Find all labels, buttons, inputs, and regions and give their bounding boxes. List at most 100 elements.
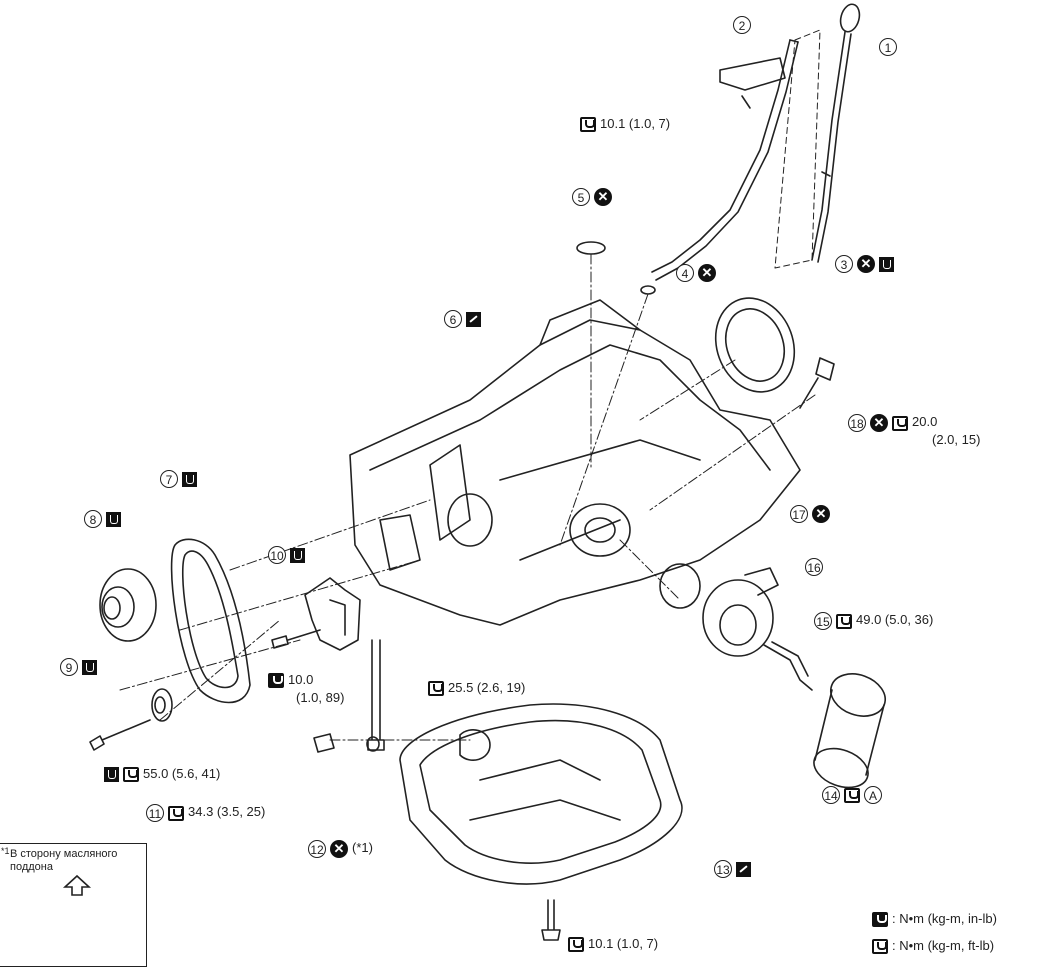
lubricate-icon <box>82 659 97 675</box>
torque-spec-ref: A <box>864 786 882 804</box>
tensioner-bolt-torque-detail: (1.0, 89) <box>296 690 345 705</box>
part-number: 8 <box>84 510 102 528</box>
part-number: 13 <box>714 860 732 878</box>
torque-icon <box>836 613 852 629</box>
dipstick-guide-tube <box>651 39 799 281</box>
part-number: 14 <box>822 786 840 804</box>
torque-icon <box>892 415 908 431</box>
torque-icon <box>580 117 596 133</box>
part-7-label: 7 <box>160 470 201 488</box>
part-number: 12 <box>308 840 326 858</box>
part-13-label: 13 <box>714 860 755 878</box>
part-number: 17 <box>790 505 808 523</box>
lubricate-icon <box>879 256 894 272</box>
oil-cooler-gasket <box>659 563 701 609</box>
sealant-icon <box>736 861 751 877</box>
part-number: 1 <box>879 38 897 56</box>
drain-washer <box>366 736 380 752</box>
lower-oil-pan <box>399 703 683 885</box>
torque-icon <box>872 939 888 955</box>
part-number: 4 <box>676 264 694 282</box>
oil-pressure-switch <box>799 357 835 409</box>
dipstick-bolt-torque: 10.1 (1.0, 7) <box>580 116 674 133</box>
torque-icon <box>168 805 184 821</box>
tensioner-bolt <box>271 629 321 649</box>
part-16-label: 16 <box>805 558 827 576</box>
lubricate-icon <box>290 547 305 563</box>
note-text: В сторону масляного поддона <box>10 848 118 873</box>
part-number: 15 <box>814 612 832 630</box>
oil-pump-sprocket <box>151 688 173 722</box>
leader-lines <box>119 253 816 741</box>
part-number: 6 <box>444 310 462 328</box>
replace-icon: ✕ <box>812 505 830 523</box>
part-5-label: 5✕ <box>572 188 616 206</box>
dipstick-group-outline <box>774 29 821 269</box>
drain-plug <box>313 733 335 753</box>
part-18-label: 18✕20.0 <box>848 414 941 432</box>
lubricate-icon <box>104 767 119 783</box>
part-10-label: 10 <box>268 546 309 564</box>
replace-icon: ✕ <box>594 188 612 206</box>
part-6-label: 6 <box>444 310 485 328</box>
torque-icon <box>428 681 444 697</box>
torque-icon <box>568 937 584 953</box>
part-3-label: 3✕ <box>835 255 898 273</box>
torque-icon <box>872 912 888 928</box>
lubricate-icon <box>106 511 121 527</box>
dipstick <box>811 3 861 263</box>
torque-icon <box>268 673 284 689</box>
note-ref: *1 <box>1 846 10 856</box>
upper-oil-pan <box>349 299 801 626</box>
up-arrow-icon <box>62 874 92 896</box>
part-18-torque-detail: (2.0, 15) <box>932 432 981 447</box>
part-14-label: 14 A <box>822 786 886 804</box>
part-4-label: 4✕ <box>676 264 720 282</box>
oil-filter <box>813 673 886 789</box>
torque-icon <box>844 787 860 803</box>
oil-cooler <box>702 567 779 657</box>
part-number: 10 <box>268 546 286 564</box>
part-number: 2 <box>733 16 751 34</box>
connector-bolt <box>763 641 813 691</box>
part-2-label: 2 <box>733 16 755 34</box>
pan-bolt-torque: 10.1 (1.0, 7) <box>568 936 662 953</box>
part-number: 9 <box>60 658 78 676</box>
part-9-label: 9 <box>60 658 101 676</box>
part-8-label: 8 <box>84 510 125 528</box>
replace-icon: ✕ <box>870 414 888 432</box>
long-bolt <box>367 639 385 751</box>
note-box: *1 В сторону масляного поддона <box>0 843 147 967</box>
o-ring-5 <box>576 241 606 255</box>
rear-oil-seal <box>714 297 796 393</box>
lubricate-icon <box>182 471 197 487</box>
crank-sprocket <box>99 568 157 642</box>
sprocket-bolt-torque: 55.0 (5.6, 41) <box>104 766 224 783</box>
tensioner-bolt-torque: 10.0 <box>268 672 317 689</box>
legend-in-lb: : N•m (kg-m, in-lb) <box>872 911 1001 928</box>
part-number: 16 <box>805 558 823 576</box>
part-number: 3 <box>835 255 853 273</box>
sealant-icon <box>466 311 481 327</box>
sprocket-bolt <box>89 719 151 751</box>
part-12-label: 12✕(*1) <box>308 840 377 858</box>
part-17-label: 17✕ <box>790 505 834 523</box>
torque-icon <box>123 767 139 783</box>
part-number: 18 <box>848 414 866 432</box>
o-ring-4 <box>640 285 656 295</box>
legend-ft-lb: : N•m (kg-m, ft-lb) <box>872 938 998 955</box>
replace-icon: ✕ <box>698 264 716 282</box>
replace-icon: ✕ <box>330 840 348 858</box>
timing-chain <box>170 538 251 704</box>
replace-icon: ✕ <box>857 255 875 273</box>
part-number: 11 <box>146 804 164 822</box>
part-1-label: 1 <box>879 38 901 56</box>
long-bolt-torque: 25.5 (2.6, 19) <box>428 680 529 697</box>
chain-tensioner <box>304 577 361 651</box>
part-number: 7 <box>160 470 178 488</box>
part-number: 5 <box>572 188 590 206</box>
